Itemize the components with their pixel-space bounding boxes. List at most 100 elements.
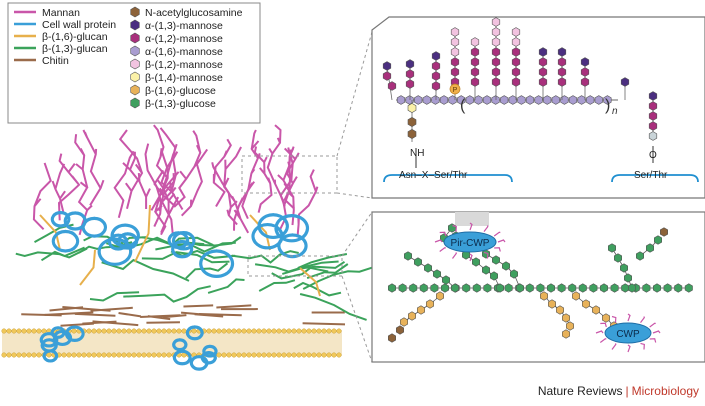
alpha16-mannose bbox=[414, 95, 423, 105]
phosphate-label: P bbox=[453, 87, 458, 94]
beta16-glucose bbox=[565, 321, 575, 331]
mannose-residue bbox=[491, 27, 501, 37]
beta-16-glucan-links bbox=[39, 204, 321, 297]
mannan-strand bbox=[32, 162, 52, 230]
o-linked-mannose bbox=[648, 131, 658, 141]
mannose-residue bbox=[470, 37, 480, 47]
glucan-strand bbox=[15, 247, 88, 259]
mannan-strand bbox=[82, 129, 105, 206]
mannose-residue bbox=[511, 27, 521, 37]
chitin-layer bbox=[21, 304, 346, 327]
legend-label: β-(1,6)-glucose bbox=[145, 85, 216, 97]
chitin-residue bbox=[659, 227, 669, 237]
chitin-strand bbox=[302, 322, 346, 326]
mannose-residue bbox=[491, 67, 501, 77]
glucan-strand bbox=[306, 263, 349, 280]
mannose-residue bbox=[511, 67, 521, 77]
chitin-strand bbox=[92, 320, 139, 327]
beta16-glucan-link bbox=[134, 204, 151, 263]
legend-label: α-(1,2)-mannose bbox=[145, 33, 223, 45]
mannose-residue bbox=[491, 77, 501, 87]
beta13-glucose bbox=[440, 283, 450, 293]
cell-wall-proteins bbox=[39, 211, 309, 371]
alpha16-mannose bbox=[508, 95, 517, 105]
legend-sugar-icon bbox=[130, 97, 140, 109]
mannose-residue bbox=[580, 77, 590, 87]
beta13-glucose bbox=[623, 273, 633, 283]
legend-sugar-icon bbox=[130, 19, 140, 31]
glucan-strand bbox=[185, 262, 229, 280]
cell-wall-protein bbox=[97, 223, 140, 266]
beta13-glucose bbox=[589, 283, 598, 293]
beta13-glucose bbox=[483, 283, 492, 293]
beta16-glucose bbox=[591, 305, 601, 315]
mannose-residue bbox=[511, 47, 521, 57]
beta16-glucan-link bbox=[79, 249, 96, 286]
alpha16-mannose bbox=[491, 95, 500, 105]
legend-label: α-(1,6)-mannose bbox=[145, 46, 223, 58]
beta13-glucose bbox=[674, 283, 683, 293]
chitin-strand bbox=[183, 304, 214, 308]
legend-label: β-(1,6)-glucan bbox=[42, 31, 108, 43]
chitin-strand bbox=[49, 306, 84, 312]
beta16-glucose bbox=[425, 299, 435, 309]
beta13-glucose bbox=[461, 250, 471, 260]
mannose-residue bbox=[511, 77, 521, 87]
mannan-strand bbox=[57, 153, 81, 221]
glucan-strand bbox=[271, 266, 329, 280]
mannose-residue bbox=[431, 71, 441, 81]
repeat-subscript: n bbox=[612, 106, 618, 117]
glucan-strand bbox=[254, 260, 339, 273]
journal-section: Microbiology bbox=[631, 384, 699, 398]
beta13-glucose bbox=[419, 283, 428, 293]
glucan-strand bbox=[297, 253, 348, 269]
beta13-glucose bbox=[627, 283, 637, 293]
zoom-source-bottom bbox=[247, 255, 343, 277]
glucan-strand bbox=[123, 285, 211, 303]
mannan-strand bbox=[118, 129, 144, 210]
mannan-fringe bbox=[469, 222, 473, 231]
beta13-glucose bbox=[509, 269, 519, 279]
beta13-glucose bbox=[645, 243, 655, 253]
alpha16-mannose bbox=[500, 95, 509, 105]
beta13-glucose bbox=[546, 283, 556, 293]
legend-sugar-icon bbox=[130, 6, 140, 18]
beta16-glucose bbox=[539, 291, 549, 301]
n-acetylglucosamine bbox=[407, 129, 417, 139]
legend-sugar-icon bbox=[130, 32, 140, 44]
mannan-fringe bbox=[640, 316, 645, 323]
pir-cwp-body bbox=[443, 231, 497, 253]
mannose-residue bbox=[450, 37, 460, 47]
beta13-glucose bbox=[610, 283, 619, 293]
beta13-glucose bbox=[403, 251, 413, 261]
mannose-residue bbox=[431, 81, 441, 91]
beta16-glucan-link bbox=[299, 267, 321, 297]
mannose-residue bbox=[491, 37, 501, 47]
mannose-residue bbox=[580, 57, 590, 67]
mannose-residue bbox=[538, 57, 548, 67]
o-linked-mannose bbox=[648, 121, 658, 131]
glucan-strand bbox=[78, 236, 149, 254]
mannose-residue bbox=[470, 47, 480, 57]
alpha16-mannose bbox=[594, 95, 603, 105]
cwp-label: CWP bbox=[616, 329, 640, 340]
chitin-strand bbox=[216, 304, 252, 309]
beta13-glucose bbox=[536, 283, 545, 293]
beta16-glucose bbox=[561, 329, 571, 339]
beta13-glucose bbox=[472, 283, 481, 293]
mannan-strand bbox=[277, 146, 295, 226]
beta13-glucose bbox=[471, 257, 481, 267]
mannose-residue bbox=[382, 71, 392, 81]
alpha16-mannose bbox=[474, 95, 483, 105]
beta16-glucose bbox=[571, 291, 581, 301]
cell-wall-protein bbox=[39, 332, 59, 363]
beta13-glucose bbox=[635, 251, 645, 261]
alpha16-mannose bbox=[577, 95, 586, 105]
beta13-glucose bbox=[607, 243, 617, 253]
n-linked-site-label: Asn–X–Ser/Thr bbox=[399, 170, 468, 181]
beta13-glucose bbox=[491, 255, 501, 265]
beta13-glucose bbox=[557, 283, 566, 293]
mannan-fringe bbox=[649, 338, 657, 343]
phosphate-icon bbox=[449, 83, 461, 95]
mannan-strand bbox=[122, 151, 151, 209]
